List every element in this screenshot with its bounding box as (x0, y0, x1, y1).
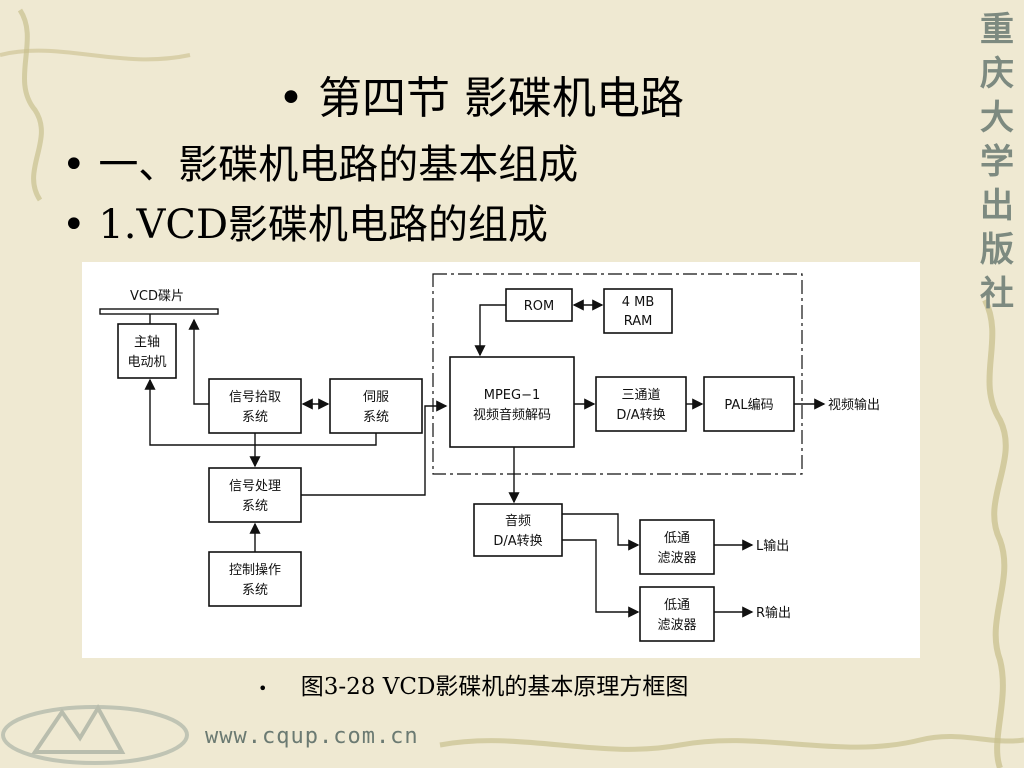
vcd-block-diagram: VCD碟片 主轴 电动机 信号拾取 系统 伺服 系统 信号处理 系统 控制操作 … (82, 262, 920, 658)
title-text: 第四节 影碟机电路 (317, 73, 684, 124)
tri-dac-label-1: 三通道 (621, 388, 660, 403)
side-char: 重 (980, 10, 1014, 50)
bullet-icon: • (278, 73, 304, 124)
publisher-url: www.cqup.com.cn (205, 724, 419, 749)
vcd-disc (99, 308, 219, 315)
bullet-icon: • (258, 679, 268, 698)
lowpass-filter-l-box (639, 519, 715, 575)
side-char: 学 (980, 142, 1014, 182)
caption-text: 图3-28 VCD影碟机的基本原理方框图 (300, 674, 689, 700)
spindle-motor-label-2: 电动机 (127, 355, 166, 370)
rom-label: ROM (524, 299, 554, 314)
audio-dac-label-2: D/A转换 (493, 534, 542, 549)
control-label-1: 控制操作 (229, 562, 281, 578)
disc-label: VCD碟片 (130, 289, 184, 304)
publisher-logo-icon (1, 703, 189, 765)
spindle-motor-label-1: 主轴 (134, 335, 160, 350)
publisher-side-text: 重 庆 大 学 出 版 社 (974, 8, 1020, 316)
mpeg-label-1: MPEG−1 (484, 388, 541, 403)
figure-caption: • 图3-28 VCD影碟机的基本原理方框图 (258, 667, 688, 701)
signal-proc-label-1: 信号处理 (229, 479, 281, 494)
decoder-region (432, 273, 803, 475)
r-out-label: R输出 (756, 605, 791, 621)
control-label-2: 系统 (242, 583, 268, 598)
tri-channel-dac-box (595, 376, 687, 432)
audio-dac-label-1: 音频 (505, 513, 531, 529)
spindle-motor-box (117, 323, 177, 379)
side-char: 庆 (980, 54, 1014, 94)
bullet-line-2: • 1.VCD影碟机电路的组成 (62, 192, 548, 250)
lpf-r-label-2: 滤波器 (657, 618, 696, 633)
mpeg-decoder-box (449, 356, 575, 448)
lpf-l-label-1: 低通 (664, 531, 690, 546)
pal-label: PAL编码 (724, 398, 773, 413)
signal-proc-label-2: 系统 (242, 499, 268, 514)
line1-text: 一、影碟机电路的基本组成 (98, 142, 579, 188)
rom-box (505, 288, 573, 322)
line2-text: 1.VCD影碟机电路的组成 (98, 202, 549, 248)
ram-box (603, 288, 673, 334)
lpf-l-label-2: 滤波器 (657, 551, 696, 566)
l-out-label: L输出 (756, 538, 789, 554)
pickup-label-2: 系统 (242, 410, 268, 425)
lowpass-filter-r-box (639, 586, 715, 642)
bullet-icon: • (62, 202, 86, 248)
servo-label-2: 系统 (363, 410, 389, 425)
side-char: 大 (980, 98, 1014, 138)
audio-dac-box (473, 503, 563, 557)
lpf-r-label-1: 低通 (664, 598, 690, 613)
tri-dac-label-2: D/A转换 (616, 408, 665, 423)
side-char: 版 (980, 230, 1014, 270)
ram-label-2: RAM (624, 314, 653, 329)
slide-title: • 第四节 影碟机电路 (278, 62, 684, 126)
side-char: 社 (980, 274, 1014, 314)
video-out-label: 视频输出 (828, 397, 880, 413)
bullet-line-1: • 一、影碟机电路的基本组成 (62, 132, 578, 190)
mpeg-label-2: 视频音频解码 (473, 407, 551, 423)
bullet-icon: • (62, 142, 86, 188)
servo-label-1: 伺服 (363, 390, 389, 405)
pickup-label-1: 信号拾取 (229, 390, 281, 405)
ram-label-1: 4 MB (622, 295, 655, 310)
side-char: 出 (980, 186, 1014, 226)
